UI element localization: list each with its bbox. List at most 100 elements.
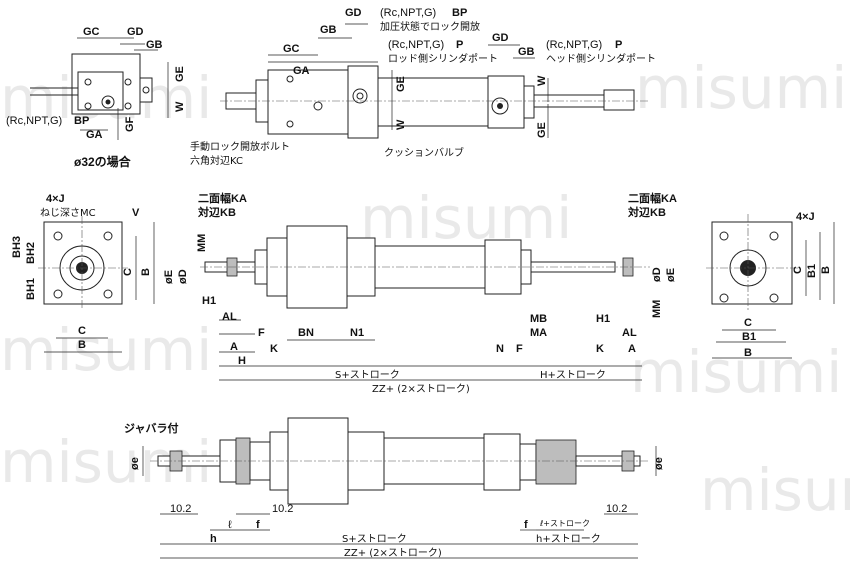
- dim-phie: øe: [129, 457, 141, 470]
- rod-end-view: [38, 216, 155, 353]
- dim-gb: GB: [518, 46, 535, 58]
- watermark: misumi: [360, 184, 572, 252]
- across-kb-label: 対辺KB: [627, 205, 666, 219]
- dim-phie: øE: [665, 268, 677, 282]
- dim-ge: GE: [536, 122, 548, 138]
- dim-gd: GD: [492, 32, 509, 44]
- across-kb-label: 対辺KB: [197, 205, 236, 219]
- dim-k: K: [270, 343, 278, 355]
- dim-w: W: [536, 75, 548, 86]
- dim-v: V: [132, 207, 140, 219]
- dim-mm: MM: [651, 300, 663, 318]
- watermark: misumi: [635, 54, 847, 122]
- dim-h1: H1: [202, 295, 216, 307]
- bp-note: 加圧状態でロック開放: [380, 20, 480, 33]
- dim-phid: øD: [177, 269, 189, 284]
- dim-gc: GC: [283, 43, 300, 55]
- dim-f: f: [524, 519, 528, 531]
- dim-bh1: BH1: [25, 278, 37, 300]
- l-stroke-label: ℓ+ストローク: [539, 519, 590, 528]
- dim-b: B: [78, 339, 86, 351]
- s-stroke-label: S+ストローク: [335, 369, 400, 381]
- dim-b1: B1: [742, 331, 756, 343]
- p-label: P: [615, 39, 622, 51]
- hex-kc-label: 六角対辺KC: [190, 154, 243, 167]
- dim-b: B: [140, 268, 152, 276]
- dim-gb: GB: [320, 24, 337, 36]
- dim-c: C: [744, 317, 752, 329]
- dim-10-2: 10.2: [272, 503, 293, 515]
- dim-f: F: [516, 343, 523, 355]
- bp-label: BP: [74, 115, 89, 127]
- phi32-case-title: ø32の場合: [74, 154, 132, 169]
- h-stroke-label: H+ストローク: [540, 369, 606, 381]
- h-stroke-label: h+ストローク: [536, 533, 601, 545]
- dim-a: A: [628, 343, 636, 355]
- with-bellows-title: ジャバラ付: [124, 421, 178, 435]
- watermark: misumi: [0, 316, 212, 384]
- dim-n: N: [496, 343, 504, 355]
- dim-gf: GF: [124, 116, 136, 132]
- dim-c: C: [792, 266, 804, 274]
- two-face-ka-label: 二面幅KA: [628, 191, 677, 205]
- dim-ge: GE: [395, 76, 407, 92]
- phi32-side-view: [30, 37, 169, 140]
- dim-a: A: [230, 341, 238, 353]
- dim-gb: GB: [146, 39, 163, 51]
- zz-stroke-label: ZZ+ (2×ストローク): [372, 383, 470, 395]
- dim-b: B: [744, 347, 752, 359]
- s-stroke-label: S+ストローク: [342, 533, 407, 545]
- rc-npt-g-label: (Rc,NPT,G): [6, 115, 62, 127]
- watermark: misumi: [700, 456, 850, 524]
- dim-phie: øe: [653, 457, 665, 470]
- p-label: P: [456, 39, 463, 51]
- p-rod-note: ロッド側シリンダポート: [388, 52, 498, 65]
- dim-bh2: BH2: [25, 242, 37, 264]
- dim-gd: GD: [127, 26, 144, 38]
- cushion-valve-label: クッションバルブ: [384, 146, 464, 159]
- top-side-view: [220, 23, 650, 139]
- dim-f: f: [256, 519, 260, 531]
- rc-npt-g-label: (Rc,NPT,G): [388, 39, 444, 51]
- dim-b: B: [820, 266, 832, 274]
- dim-l: ℓ: [228, 519, 232, 531]
- dim-w: W: [395, 119, 407, 130]
- zz-stroke-label: ZZ+ (2×ストローク): [344, 547, 442, 559]
- screw-depth-mc-label: ねじ深さMC: [40, 207, 96, 219]
- dim-gc: GC: [83, 26, 100, 38]
- dim-al: AL: [222, 311, 237, 323]
- dim-h: H: [238, 355, 246, 367]
- dim-k: K: [596, 343, 604, 355]
- dim-ge: GE: [174, 66, 186, 82]
- dim-ma: MA: [530, 327, 547, 339]
- dim-gd: GD: [345, 7, 362, 19]
- dim-b1: B1: [806, 264, 818, 278]
- dim-10-2: 10.2: [606, 503, 627, 515]
- dim-w: W: [174, 101, 186, 112]
- main-side-view: [200, 225, 650, 381]
- watermark: misumi: [630, 338, 842, 406]
- manual-release-bolt-label: 手動ロック開放ボルト: [190, 140, 290, 153]
- bellows-view: [142, 417, 657, 559]
- rc-npt-g-label: (Rc,NPT,G): [546, 39, 602, 51]
- head-end-view: [706, 214, 835, 359]
- two-face-ka-label: 二面幅KA: [198, 191, 247, 205]
- dim-f: F: [258, 327, 265, 339]
- 4xj-label: 4×J: [796, 211, 815, 223]
- bp-label: BP: [452, 7, 467, 19]
- dim-ga: GA: [293, 65, 310, 77]
- p-head-note: ヘッド側シリンダポート: [546, 52, 656, 65]
- dim-h: h: [210, 533, 217, 545]
- dim-bh3: BH3: [11, 236, 23, 258]
- dim-c: C: [78, 325, 86, 337]
- rc-npt-g-label: (Rc,NPT,G): [380, 7, 436, 19]
- dim-bn: BN: [298, 327, 314, 339]
- dim-h1: H1: [596, 313, 610, 325]
- dim-al: AL: [622, 327, 637, 339]
- 4xj-label: 4×J: [46, 193, 65, 205]
- dim-ga: GA: [86, 129, 103, 141]
- dim-phid: øD: [651, 267, 663, 282]
- dim-phie: øE: [163, 270, 175, 284]
- dim-c: C: [122, 268, 134, 276]
